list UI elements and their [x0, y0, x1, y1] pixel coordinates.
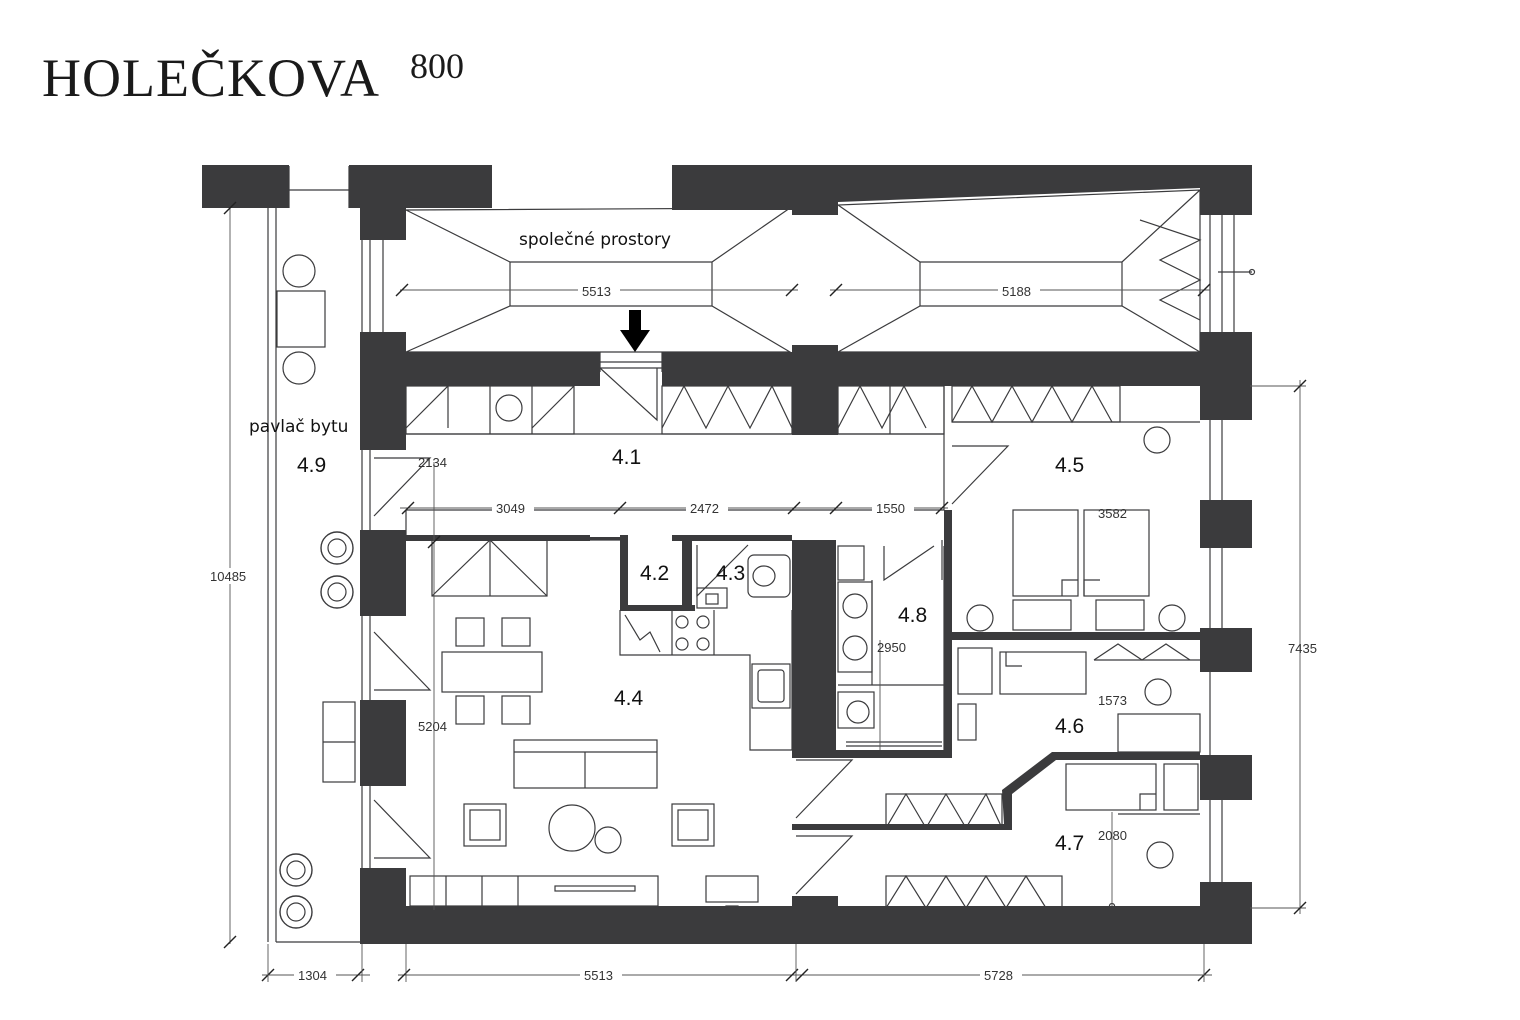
dim-label: 2472 — [690, 501, 719, 516]
room-label-4-9: 4.9 — [297, 454, 326, 477]
dim-label: 5513 — [584, 968, 613, 983]
dim-label: 3582 — [1098, 506, 1127, 521]
room-label-4-3: 4.3 — [716, 562, 745, 585]
dim-label: 5728 — [984, 968, 1013, 983]
room-label-4-7: 4.7 — [1055, 832, 1084, 855]
walls — [202, 165, 1252, 944]
room-label-4-2: 4.2 — [640, 562, 669, 585]
common-area-label: společné prostory — [519, 230, 671, 250]
dim-label: 5204 — [418, 719, 447, 734]
room-label-4-1: 4.1 — [612, 446, 641, 469]
entry-arrow-icon — [620, 310, 650, 352]
dim-label: 5188 — [1002, 284, 1031, 299]
dim-label: 10485 — [210, 569, 246, 584]
dim-label: 1550 — [876, 501, 905, 516]
room-label-4-8: 4.8 — [898, 604, 927, 627]
dim-label: 7435 — [1288, 641, 1317, 656]
dimension-labels: 5513 5188 2134 3049 2472 1550 3582 10485… — [208, 283, 1317, 984]
balcony-label: pavlač bytu — [249, 417, 348, 437]
dim-label: 5513 — [582, 284, 611, 299]
dim-label: 2080 — [1098, 828, 1127, 843]
dim-label: 1304 — [298, 968, 327, 983]
dim-label: 2134 — [418, 455, 447, 470]
brand-number: 800 — [410, 46, 464, 86]
dim-label: 2950 — [877, 640, 906, 655]
room-label-4-4: 4.4 — [614, 687, 644, 710]
brand-name: HOLEČKOVA — [42, 48, 380, 108]
dim-label: 1573 — [1098, 693, 1127, 708]
room-label-4-5: 4.5 — [1055, 454, 1084, 477]
room-label-4-6: 4.6 — [1055, 715, 1084, 738]
dim-label: 3049 — [496, 501, 525, 516]
fixtures — [267, 166, 1256, 943]
